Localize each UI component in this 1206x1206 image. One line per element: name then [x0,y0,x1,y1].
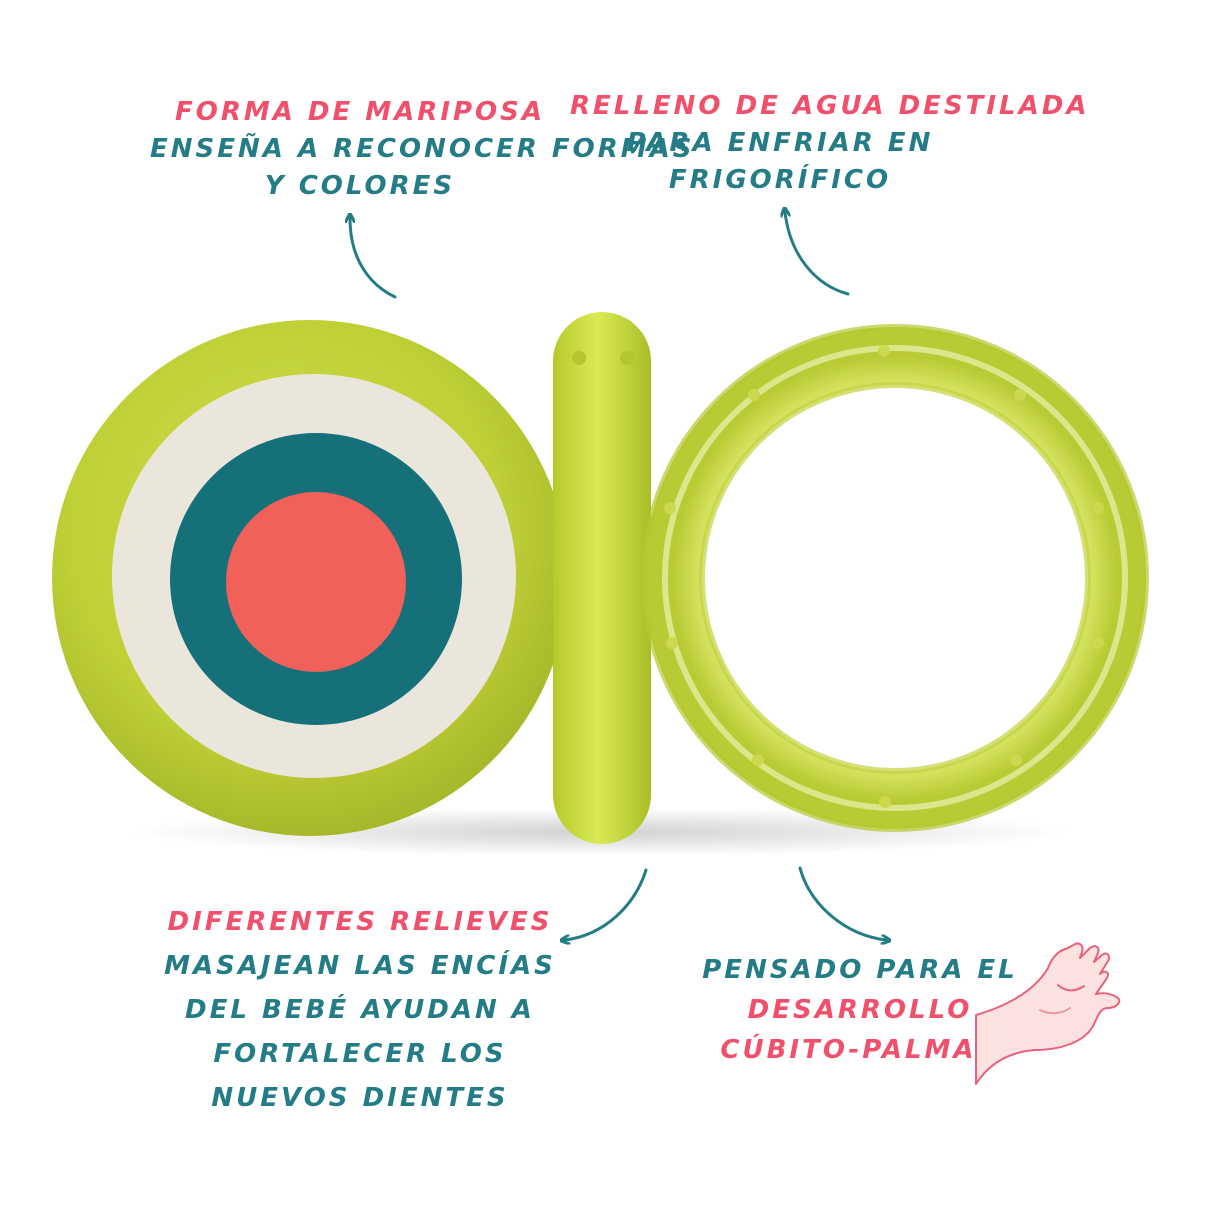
callout-text-line: FRIGORÍFICO [668,165,892,195]
callout-text-line: MASAJEAN LAS ENCÍAS [164,951,556,981]
callout-title: DIFERENTES RELIEVES [167,907,553,937]
water-ring [641,324,1149,832]
callout-relief-textures: DIFERENTES RELIEVES MASAJEAN LAS ENCÍAS … [150,900,570,1120]
callout-title: DESARROLLO [747,995,973,1025]
callout-text-line: PARA ENFRIAR EN [626,128,934,158]
curved-arrow-icon [565,868,648,940]
center-bar [553,312,651,844]
callout-text-line: PENSADO PARA EL [702,955,1018,985]
callout-text-line: FORTALECER LOS [213,1039,507,1069]
butterfly-disc [52,320,568,836]
callout-text-line: NUEVOS DIENTES [211,1083,509,1113]
curved-arrow-icon [785,212,850,296]
callout-text-line: DEL BEBÉ AYUDAN A [185,995,535,1025]
callout-ulnar-palmar-grip: PENSADO PARA EL DESARROLLO CÚBITO-PALMAR [700,950,1020,1070]
callout-title: CÚBITO-PALMAR [720,1035,1000,1065]
callout-title: FORMA DE MARIPOSA [174,97,546,127]
curved-arrow-icon [798,866,886,940]
hand-icon [975,942,1121,1085]
callout-text-line: Y COLORES [264,171,456,201]
curved-arrow-icon [350,218,397,299]
